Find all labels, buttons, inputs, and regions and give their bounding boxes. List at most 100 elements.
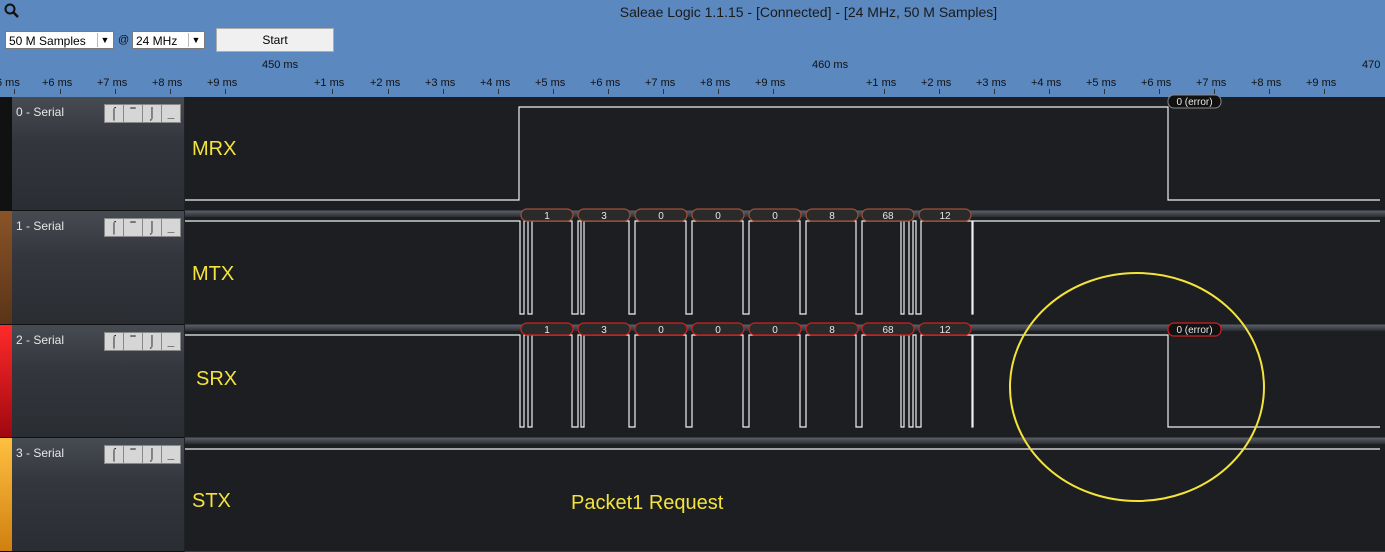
ruler-tick-label: +2 ms bbox=[370, 77, 401, 89]
byte-value: 1 bbox=[544, 211, 550, 222]
error-bubble-mrx[interactable]: 0 (error) bbox=[1167, 94, 1222, 109]
ruler-tick-label: +4 ms bbox=[480, 77, 511, 89]
falling-edge-icon[interactable]: ⌡ bbox=[143, 333, 162, 350]
channel-name: 0 - Serial bbox=[16, 105, 65, 119]
at-label: @ bbox=[118, 34, 130, 46]
ruler-tick-mark bbox=[1324, 89, 1325, 94]
high-level-icon[interactable]: ‾ bbox=[124, 219, 143, 236]
channel-label-1[interactable]: 1 - Serial ⌠ ‾ ⌡ _ bbox=[0, 211, 184, 325]
ruler-tick-label: +9 ms bbox=[207, 77, 238, 89]
trigger-buttons: ⌠ ‾ ⌡ _ bbox=[104, 332, 181, 351]
trigger-buttons: ⌠ ‾ ⌡ _ bbox=[104, 218, 181, 237]
falling-edge-icon[interactable]: ⌡ bbox=[143, 446, 162, 463]
low-level-icon[interactable]: _ bbox=[167, 447, 175, 461]
byte-bubble[interactable] bbox=[805, 208, 859, 222]
byte-bubble[interactable] bbox=[634, 322, 688, 336]
channel-name: 1 - Serial bbox=[16, 219, 65, 233]
falling-edge-icon[interactable]: ⌡ bbox=[143, 219, 162, 236]
byte-bubble[interactable] bbox=[805, 322, 859, 336]
channel-label-3[interactable]: 3 - Serial ⌠ ‾ ⌡ _ bbox=[0, 438, 184, 552]
chevron-down-icon[interactable]: ▼ bbox=[97, 33, 112, 47]
ruler-major-label: 460 ms bbox=[812, 59, 849, 71]
byte-value: 0 bbox=[772, 211, 778, 222]
ruler-tick-mark bbox=[939, 89, 940, 94]
rising-edge-icon[interactable]: ⌠ bbox=[105, 219, 124, 236]
rising-edge-icon[interactable]: ⌠ bbox=[105, 105, 124, 122]
byte-bubble[interactable] bbox=[520, 208, 574, 222]
error-bubble-srx[interactable]: 0 (error) bbox=[1167, 322, 1222, 337]
ruler-tick-mark bbox=[1049, 89, 1050, 94]
byte-value: 0 bbox=[715, 325, 721, 336]
high-level-icon[interactable]: ‾ bbox=[124, 105, 143, 122]
time-ruler[interactable]: 450 ms 460 ms 470 6 ms+6 ms+7 ms+8 ms+9 … bbox=[0, 56, 1385, 97]
channel-waveform-2[interactable] bbox=[185, 331, 1385, 438]
ruler-tick-label: +2 ms bbox=[921, 77, 952, 89]
channel-waveform-0[interactable] bbox=[185, 97, 1385, 211]
ruler-tick-mark bbox=[332, 89, 333, 94]
rising-edge-icon[interactable]: ⌠ bbox=[105, 446, 124, 463]
sample-count-value: 50 M Samples bbox=[9, 34, 86, 48]
channel-name: 2 - Serial bbox=[16, 333, 65, 347]
byte-bubble[interactable] bbox=[634, 208, 688, 222]
ruler-tick-mark bbox=[443, 89, 444, 94]
ruler-tick-label: +6 ms bbox=[42, 77, 73, 89]
ruler-tick-mark bbox=[498, 89, 499, 94]
byte-bubble[interactable] bbox=[577, 208, 631, 222]
search-icon[interactable] bbox=[4, 3, 20, 22]
high-level-icon[interactable]: ‾ bbox=[124, 446, 143, 463]
svg-text:0 (error): 0 (error) bbox=[1176, 97, 1212, 108]
sample-rate-select[interactable]: 24 MHz ▼ bbox=[132, 31, 205, 49]
channel-label-2[interactable]: 2 - Serial ⌠ ‾ ⌡ _ bbox=[0, 325, 184, 438]
ruler-tick-label: +5 ms bbox=[535, 77, 566, 89]
byte-value: 12 bbox=[939, 325, 951, 336]
signal-name-mtx: MTX bbox=[192, 263, 235, 285]
byte-bubble[interactable] bbox=[748, 208, 802, 222]
ruler-tick-mark bbox=[884, 89, 885, 94]
trigger-buttons: ⌠ ‾ ⌡ _ bbox=[104, 445, 181, 464]
high-level-icon[interactable]: ‾ bbox=[124, 333, 143, 350]
waveform-mrx bbox=[185, 106, 1380, 201]
byte-value: 1 bbox=[544, 325, 550, 336]
channel-label-0[interactable]: 0 - Serial ⌠ ‾ ⌡ _ bbox=[0, 97, 184, 211]
low-level-icon[interactable]: _ bbox=[167, 334, 175, 348]
byte-value: 3 bbox=[601, 211, 607, 222]
low-level-icon[interactable]: _ bbox=[167, 220, 175, 234]
ruler-tick-mark bbox=[1214, 89, 1215, 94]
byte-bubble[interactable] bbox=[691, 208, 745, 222]
byte-bubble[interactable] bbox=[918, 208, 972, 222]
toolbar: 50 M Samples ▼ @ 24 MHz ▼ Start bbox=[0, 25, 1385, 56]
byte-bubble[interactable] bbox=[918, 322, 972, 336]
byte-bubble[interactable] bbox=[520, 322, 574, 336]
ruler-tick-mark bbox=[1159, 89, 1160, 94]
chevron-down-icon[interactable]: ▼ bbox=[188, 33, 203, 47]
ruler-tick-mark bbox=[994, 89, 995, 94]
sample-count-select[interactable]: 50 M Samples ▼ bbox=[5, 31, 114, 49]
byte-bubble[interactable] bbox=[861, 322, 915, 336]
byte-value: 0 bbox=[772, 325, 778, 336]
byte-value: 8 bbox=[829, 325, 835, 336]
rising-edge-icon[interactable]: ⌠ bbox=[105, 333, 124, 350]
low-level-icon[interactable]: _ bbox=[167, 106, 175, 120]
trigger-buttons: ⌠ ‾ ⌡ _ bbox=[104, 104, 181, 123]
title-bar: Saleae Logic 1.1.15 - [Connected] - [24 … bbox=[0, 0, 1385, 25]
window-title: Saleae Logic 1.1.15 - [Connected] - [24 … bbox=[619, 4, 998, 20]
ruler-tick-mark bbox=[773, 89, 774, 94]
ruler-tick-label: +9 ms bbox=[755, 77, 786, 89]
ruler-tick-label: +5 ms bbox=[1086, 77, 1117, 89]
start-button[interactable]: Start bbox=[216, 28, 334, 52]
byte-bubble[interactable] bbox=[861, 208, 915, 222]
ruler-major-label: 450 ms bbox=[262, 59, 299, 71]
ruler-tick-mark bbox=[14, 89, 15, 94]
byte-bubble[interactable] bbox=[577, 322, 631, 336]
channel-color-bar bbox=[0, 438, 12, 551]
byte-value: 0 bbox=[658, 211, 664, 222]
falling-edge-icon[interactable]: ⌡ bbox=[143, 105, 162, 122]
byte-bubble[interactable] bbox=[691, 322, 745, 336]
byte-bubble[interactable] bbox=[748, 322, 802, 336]
byte-value: 12 bbox=[939, 211, 951, 222]
signal-name-mrx: MRX bbox=[192, 138, 237, 160]
ruler-tick-mark bbox=[1104, 89, 1105, 94]
ruler-tick-mark bbox=[1269, 89, 1270, 94]
